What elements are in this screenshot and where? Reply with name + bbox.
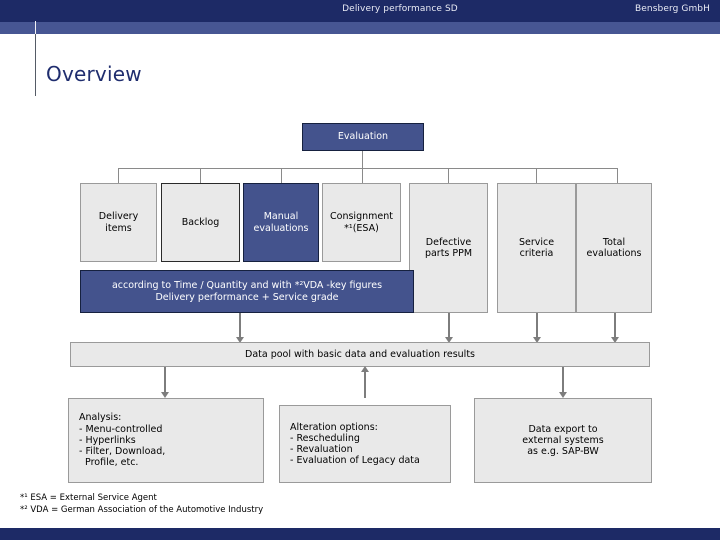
connector-drop-3 bbox=[281, 168, 282, 183]
arrow-stem-pool-to-export bbox=[562, 367, 564, 392]
header-title: Delivery performance SD bbox=[342, 4, 458, 14]
arrow-stem-total-to-pool bbox=[614, 313, 616, 337]
arrow-head-alteration-to-pool bbox=[361, 366, 369, 372]
analysis-title: Analysis: bbox=[79, 412, 122, 424]
alteration-item-3: - Evaluation of Legacy data bbox=[290, 455, 420, 467]
arrow-head-criteria-to-pool bbox=[236, 337, 244, 343]
title-accent-line bbox=[35, 21, 36, 96]
data-export-line-1: Data export to bbox=[528, 423, 598, 435]
connector-drop-1 bbox=[118, 168, 119, 183]
footnote-vda: *² VDA = German Association of the Autom… bbox=[20, 505, 264, 515]
arrow-stem-service-to-pool bbox=[536, 313, 538, 337]
header-bar-light bbox=[0, 22, 720, 34]
connector-drop-7 bbox=[617, 168, 618, 183]
analysis-item-4: Profile, etc. bbox=[79, 457, 139, 469]
data-export-line-2: external systems bbox=[522, 434, 604, 446]
data-export-line-3: as e.g. SAP-BW bbox=[527, 446, 599, 458]
node-delivery-items[interactable]: Delivery items bbox=[80, 183, 157, 262]
arrow-stem-ppm-to-pool bbox=[448, 313, 450, 337]
connector-drop-2 bbox=[200, 168, 201, 183]
connector-root-stem bbox=[362, 151, 363, 168]
node-consignment[interactable]: Consignment *¹(ESA) bbox=[322, 183, 401, 262]
title-accent-line-highlight bbox=[35, 21, 36, 34]
arrow-stem-alteration-to-pool bbox=[364, 372, 366, 398]
node-data-pool[interactable]: Data pool with basic data and evaluation… bbox=[70, 342, 650, 367]
header-company-name: Bensberg GmbH bbox=[635, 4, 710, 14]
node-data-export[interactable]: Data export to external systems as e.g. … bbox=[474, 398, 652, 483]
node-total-evaluations[interactable]: Total evaluations bbox=[576, 183, 652, 313]
analysis-item-3: - Filter, Download, bbox=[79, 446, 166, 458]
node-service-criteria[interactable]: Service criteria bbox=[497, 183, 576, 313]
arrow-stem-pool-to-analysis bbox=[164, 367, 166, 392]
arrow-head-total-to-pool bbox=[611, 337, 619, 343]
page-title: Overview bbox=[46, 62, 142, 86]
arrow-stem-criteria-to-pool bbox=[239, 313, 241, 337]
node-criteria-band[interactable]: according to Time / Quantity and with *²… bbox=[80, 270, 414, 313]
arrow-head-service-to-pool bbox=[533, 337, 541, 343]
node-analysis[interactable]: Analysis: - Menu-controlled - Hyperlinks… bbox=[68, 398, 264, 483]
connector-drop-4 bbox=[362, 168, 363, 183]
alteration-title: Alteration options: bbox=[290, 421, 378, 433]
node-defective-parts-ppm[interactable]: Defective parts PPM bbox=[409, 183, 488, 313]
arrow-head-ppm-to-pool bbox=[445, 337, 453, 343]
alteration-item-1: - Rescheduling bbox=[290, 432, 360, 444]
alteration-item-2: - Revaluation bbox=[290, 444, 353, 455]
footnote-esa: *¹ ESA = External Service Agent bbox=[20, 493, 157, 503]
node-backlog[interactable]: Backlog bbox=[161, 183, 240, 262]
connector-drop-6 bbox=[536, 168, 537, 183]
connector-drop-5 bbox=[448, 168, 449, 183]
arrow-head-pool-to-export bbox=[559, 392, 567, 398]
node-evaluation[interactable]: Evaluation bbox=[302, 123, 424, 151]
arrow-head-pool-to-analysis bbox=[161, 392, 169, 398]
analysis-item-1: - Menu-controlled bbox=[79, 423, 163, 435]
node-alteration-options[interactable]: Alteration options: - Rescheduling - Rev… bbox=[279, 405, 451, 483]
node-manual-evaluations[interactable]: Manual evaluations bbox=[243, 183, 319, 262]
footer-bar bbox=[0, 528, 720, 540]
analysis-item-2: - Hyperlinks bbox=[79, 434, 136, 446]
header-bar-dark bbox=[0, 0, 720, 22]
criteria-band-line-1: according to Time / Quantity and with *²… bbox=[111, 280, 383, 292]
connector-bus bbox=[118, 168, 618, 169]
criteria-band-line-2: Delivery performance + Service grade bbox=[155, 291, 339, 303]
